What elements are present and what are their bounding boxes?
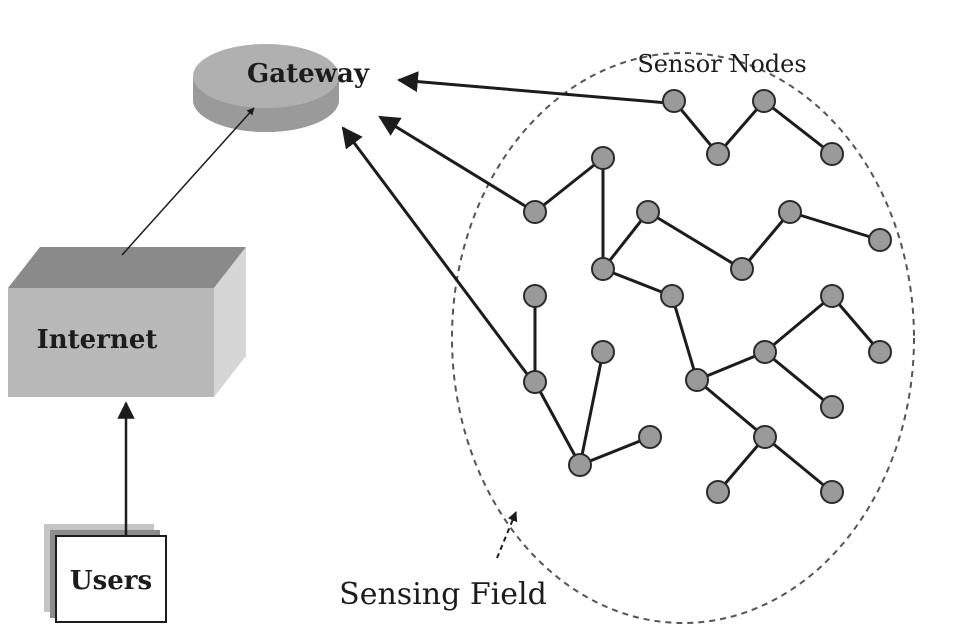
sensor-node xyxy=(591,257,615,281)
sensor-node xyxy=(820,142,844,166)
sensor-node xyxy=(730,257,754,281)
sensing-field-boundary xyxy=(451,52,915,624)
sensor-node xyxy=(820,480,844,504)
sensing-field-pointer xyxy=(496,511,518,559)
sensor-node xyxy=(523,200,547,224)
sensor-node xyxy=(753,425,777,449)
sensor-node xyxy=(706,142,730,166)
sensor-node xyxy=(868,340,892,364)
gateway-node: Gateway xyxy=(193,44,370,132)
sensor-node xyxy=(706,480,730,504)
internet-to-gateway-arrow xyxy=(121,107,255,256)
sensor-node xyxy=(523,284,547,308)
sensor-node xyxy=(636,200,660,224)
sensor-node xyxy=(820,284,844,308)
sensor-node xyxy=(752,89,776,113)
sensor-node xyxy=(753,340,777,364)
sensor-node xyxy=(778,200,802,224)
sensor-node xyxy=(685,368,709,392)
sensor-node xyxy=(660,284,684,308)
internet-label: Internet xyxy=(37,325,158,355)
internet-node: Internet xyxy=(8,247,246,397)
sensor-node xyxy=(568,453,592,477)
sensor-node xyxy=(868,228,892,252)
users-node: Users xyxy=(44,524,167,623)
sensor-node xyxy=(820,395,844,419)
sensor-node xyxy=(523,370,547,394)
sensing-field-label: Sensing Field xyxy=(339,577,547,612)
sensor-node xyxy=(662,89,686,113)
sensor-to-gateway-arrow-middle xyxy=(378,115,536,214)
gateway-label: Gateway xyxy=(247,59,370,89)
sensor-node xyxy=(591,340,615,364)
sensor-nodes xyxy=(523,89,892,504)
users-label: Users xyxy=(70,566,152,596)
sensor-nodes-label: Sensor Nodes xyxy=(637,50,806,78)
sensor-links xyxy=(533,99,882,494)
sensor-node xyxy=(591,146,615,170)
sensor-node xyxy=(638,425,662,449)
sensor-to-gateway-arrow-bottom xyxy=(341,126,535,383)
sensor-to-gateway-arrow-top xyxy=(396,71,669,105)
